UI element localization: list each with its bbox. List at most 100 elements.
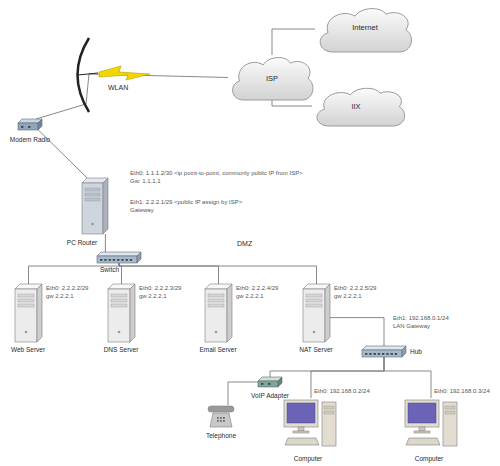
box-side [38, 119, 42, 130]
box-front [362, 350, 402, 357]
server-icon [108, 284, 135, 342]
network-link [311, 357, 384, 398]
box-side [130, 284, 135, 342]
drive-bay [208, 299, 224, 302]
voip-node: VoIP Adapter [258, 377, 282, 387]
dish-feed [78, 73, 98, 75]
network-link [36, 74, 228, 119]
port [126, 259, 128, 261]
pc-tower [322, 402, 336, 446]
phone-body [210, 413, 232, 427]
ip-address-note: Eth0: 2.2.2.3/29 gw 2.2.2.1 [139, 285, 183, 300]
drive-bay [111, 299, 127, 302]
drive-bay [85, 193, 100, 196]
drive-bay [111, 294, 127, 297]
monitor-stand [298, 427, 304, 431]
box-side [137, 252, 141, 263]
lightning-bolt [99, 66, 150, 80]
port [261, 383, 263, 385]
drive-bay [324, 411, 334, 414]
server-icon [303, 284, 330, 342]
port [104, 259, 106, 261]
switch-node: Hub [362, 346, 406, 357]
port [21, 126, 23, 128]
port [374, 353, 376, 355]
phone-key [217, 417, 219, 419]
zone-label: DMZ [237, 240, 252, 249]
port [365, 353, 367, 355]
box-side [402, 346, 406, 357]
phone-key [223, 420, 225, 422]
power-button [91, 223, 94, 226]
power-button [313, 331, 316, 334]
port [121, 259, 123, 261]
switch-icon [362, 346, 406, 357]
port [130, 259, 132, 261]
box-top [362, 346, 406, 350]
ip-address-note: Eth1: 2.2.2.1/29 <public IP assign by IS… [130, 199, 244, 214]
switch-icon [97, 252, 141, 263]
drive-bay [445, 406, 455, 409]
power-button [25, 331, 28, 334]
network-link [330, 318, 384, 346]
device-label: Telephone [206, 432, 236, 440]
box-side [325, 284, 330, 342]
ip-address-note: Eth0: 2.2.2.2/29 gw 2.2.2.1 [46, 285, 90, 300]
power-button [215, 331, 218, 334]
monitor-base [414, 431, 430, 433]
cloud-node: IIX [312, 86, 408, 126]
device-label: Internet [352, 23, 377, 32]
server-node: Web ServerEth0: 2.2.2.2/29 gw 2.2.2.1 [15, 284, 42, 342]
drive-bay [85, 198, 100, 201]
phone-key [220, 417, 222, 419]
port [369, 353, 371, 355]
keyboard [285, 438, 319, 445]
device-label: ISP [266, 74, 278, 83]
drive-bay [85, 188, 100, 191]
drive-bay [306, 299, 322, 302]
device-label: Switch [100, 266, 119, 274]
modem-node: Modem Radio [18, 119, 42, 130]
box-front [97, 256, 137, 263]
router-node: PC RouterEth0: 1.1.1.2/30 <ip point-to-p… [82, 178, 108, 234]
device-label: VoIP Adapter [251, 392, 289, 400]
monitor-stand [419, 427, 425, 431]
server-node: NAT ServerEth0: 2.2.2.5/29 gw 2.2.2.1Eth… [303, 284, 330, 342]
screen [287, 403, 315, 423]
cloud-shape [320, 9, 411, 52]
device-label: Computer [415, 455, 444, 463]
network-link [272, 29, 315, 55]
drive-bay [18, 299, 34, 302]
phone-handset [208, 406, 234, 412]
drive-bay [208, 294, 224, 297]
server-icon [15, 284, 42, 342]
port [382, 353, 384, 355]
box-front [108, 289, 130, 342]
server-node: Email ServerEth0: 2.2.2.4/29 gw 2.2.2.1 [205, 284, 232, 342]
router-icon [82, 178, 108, 234]
device-label: Email Server [199, 346, 236, 354]
cloud-node: ISP [228, 55, 316, 100]
port [113, 259, 115, 261]
network-link [29, 263, 120, 284]
cloud-shape [317, 88, 405, 126]
ip-address-note: Eth0: 2.2.2.4/29 gw 2.2.2.1 [236, 285, 280, 300]
server-node: DNS ServerEth0: 2.2.2.3/29 gw 2.2.2.1 [108, 284, 135, 342]
ip-address-note: Eth0: 2.2.2.5/29 gw 2.2.2.1 [334, 285, 378, 300]
server-icon [205, 284, 232, 342]
port [391, 353, 393, 355]
port [100, 259, 102, 261]
box-front [303, 289, 325, 342]
cloud-shape [233, 58, 313, 100]
device-label: Web Server [11, 346, 45, 354]
port [386, 353, 388, 355]
port [395, 353, 397, 355]
network-link [119, 263, 317, 284]
device-label: NAT Server [299, 346, 332, 354]
box-side [227, 284, 232, 342]
box-front [82, 183, 103, 234]
port [268, 383, 270, 385]
link-label: WLAN [108, 84, 128, 93]
ip-address-note: Eth0: 192.168.0.2/24 [314, 388, 370, 396]
